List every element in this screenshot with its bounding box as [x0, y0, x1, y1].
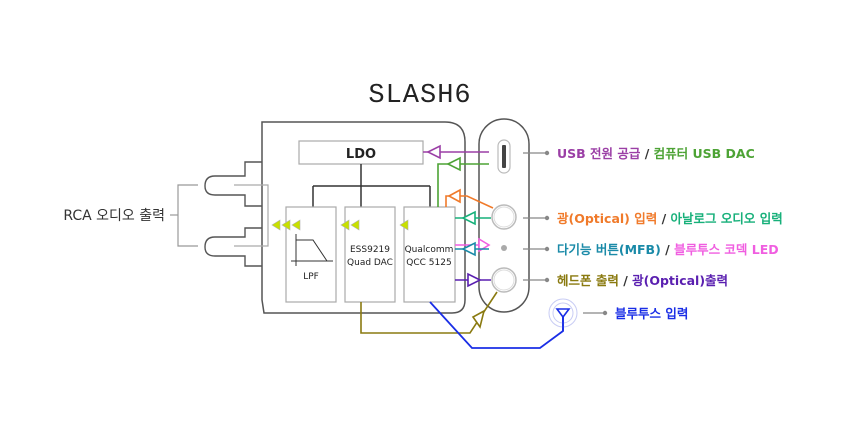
bt-chip-label-line1: Qualcomm [405, 245, 454, 255]
headphone-output-line [360, 291, 498, 334]
antenna-icon [548, 298, 578, 331]
rca-signal-lines [234, 184, 269, 247]
label-separator: / [661, 242, 674, 257]
main-chassis [261, 121, 466, 314]
label-usb-dac: 컴퓨터 USB DAC [654, 146, 755, 161]
label-separator: / [619, 273, 632, 288]
label-optical-input: 광(Optical) 입력 [557, 211, 657, 226]
label-optical-output: 광(Optical)출력 [632, 273, 728, 288]
mfb-line [455, 241, 489, 257]
signal-arrow [340, 219, 350, 231]
rca-connector-bottom [204, 227, 262, 267]
rca-connector-top [204, 161, 262, 207]
label-separator: / [640, 146, 653, 161]
ldo-power-bus [312, 164, 431, 207]
usb-power-line [423, 144, 489, 160]
label-usb-power: USB 전원 공급 [557, 146, 641, 161]
label-input: 광(Optical) 입력 / 아날로그 오디오 입력 [557, 211, 783, 226]
label-button: 다기능 버튼(MFB) / 블루투스 코덱 LED [557, 242, 779, 257]
signal-arrow [399, 219, 409, 231]
dac-block [344, 206, 396, 303]
headphone-output-jack [491, 267, 517, 293]
lpf-label: LPF [303, 272, 319, 282]
label-output: 헤드폰 출력 / 광(Optical)출력 [557, 273, 728, 288]
signal-arrow [350, 219, 360, 231]
signal-arrow [291, 219, 301, 231]
dac-label-line2: Quad DAC [347, 258, 393, 268]
label-mfb: 다기능 버튼(MFB) [557, 242, 661, 257]
bt-chip-label-line2: QCC 5125 [406, 258, 451, 268]
signal-arrow [271, 219, 281, 231]
label-separator: / [657, 211, 670, 226]
mfb-button [501, 245, 507, 251]
label-leaders [523, 150, 608, 316]
jack-inner-ring [493, 269, 515, 291]
jack-inner-ring [493, 206, 515, 228]
rca-bracket [177, 184, 198, 247]
diagram-title: SLASH6 [368, 81, 471, 111]
rca-output-label: RCA 오디오 출력 [63, 208, 165, 224]
bluetooth-chip-block [403, 206, 456, 303]
bluetooth-input-line [429, 301, 564, 349]
ldo-label: LDO [346, 147, 376, 162]
optical-input-line [445, 188, 494, 209]
optical-analog-input-jack [491, 204, 517, 230]
front-panel [478, 118, 530, 313]
usb-c-port-slot [502, 145, 506, 168]
signal-flow-arrows [271, 219, 409, 231]
lpf-graph-icon [291, 234, 333, 266]
label-codec-led: 블루투스 코덱 LED [674, 242, 779, 257]
analog-input-line [455, 210, 491, 226]
lpf-block [285, 206, 337, 303]
signal-arrow [281, 219, 291, 231]
label-usb: USB 전원 공급 / 컴퓨터 USB DAC [557, 146, 755, 161]
label-bluetooth-input: 블루투스 입력 [615, 306, 688, 321]
label-analog-input: 아날로그 오디오 입력 [671, 211, 783, 226]
usb-dac-line [437, 156, 489, 207]
optical-output-line [455, 272, 491, 288]
dac-label-line1: ESS9219 [350, 245, 390, 255]
label-headphone-output: 헤드폰 출력 [557, 273, 619, 288]
